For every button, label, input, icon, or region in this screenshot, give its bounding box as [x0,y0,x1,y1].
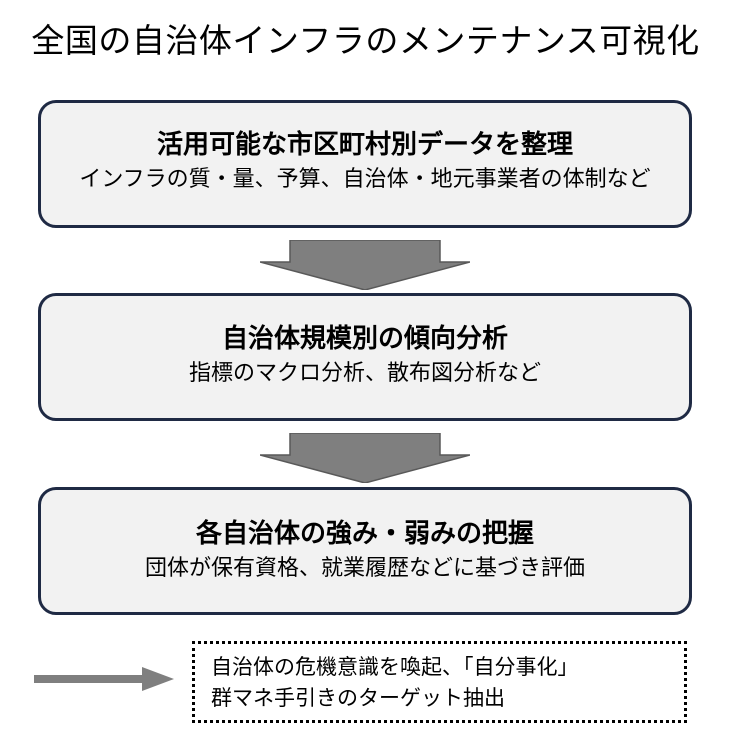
down-arrow-2 [260,433,470,483]
step-box-trend-analysis: 自治体規模別の傾向分析 指標のマクロ分析、散布図分析など [38,293,692,421]
step-heading: 活用可能な市区町村別データを整理 [156,130,573,160]
right-arrow-icon [34,667,174,691]
diagram-title: 全国の自治体インフラのメンテナンス可視化 [31,21,700,60]
step-heading: 自治体規模別の傾向分析 [221,324,508,354]
step-detail: 指標のマクロ分析、散布図分析など [188,361,541,386]
step-heading: 各自治体の強み・弱みの把握 [195,519,534,549]
step-detail: インフラの質・量、予算、自治体・地元事業者の体制など [79,167,651,192]
note-line-2: 群マネ手引きのターゲット抽出 [211,686,505,710]
note-line-1: 自治体の危機意識を喚起、「自分事化」 [211,655,579,679]
step-detail: 団体が保有資格、就業履歴などに基づき評価 [144,556,585,581]
step-box-strengths-weaknesses: 各自治体の強み・弱みの把握 団体が保有資格、就業履歴などに基づき評価 [38,487,692,615]
down-arrow-1 [260,240,470,290]
outcome-note-box: 自治体の危機意識を喚起、「自分事化」 群マネ手引きのターゲット抽出 [192,641,687,723]
step-box-data-organization: 活用可能な市区町村別データを整理 インフラの質・量、予算、自治体・地元事業者の体… [38,100,692,228]
